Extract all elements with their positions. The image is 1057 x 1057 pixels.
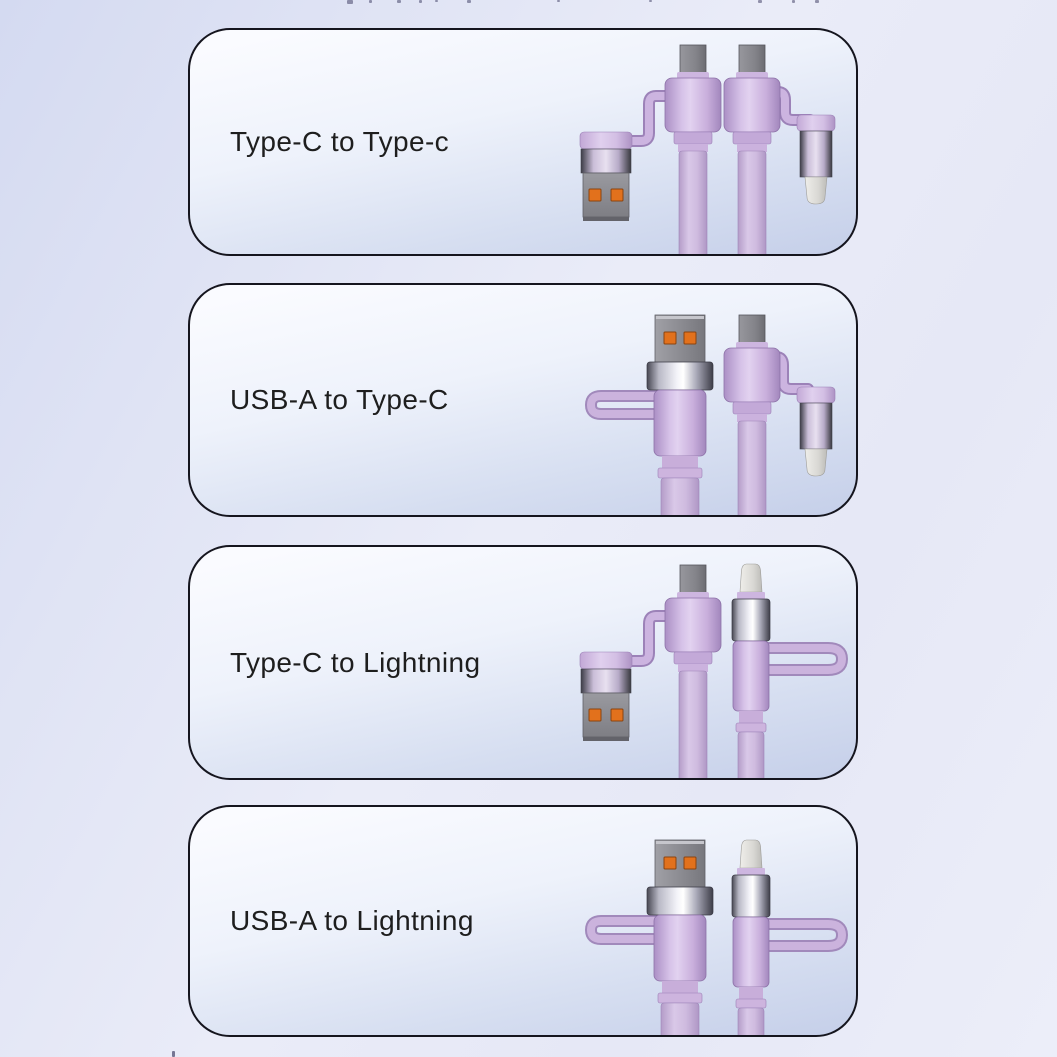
cropped-text-fragment [467,0,471,3]
usb-a-connector-icon [591,315,713,515]
cropped-text-fragment [758,0,762,3]
cropped-text-fragment [815,0,819,3]
lightning-connector-icon [732,840,842,1035]
type-c-connector-icon [723,44,781,254]
cable-illustration-typec-typec [579,44,836,254]
cropped-text-fragment [397,0,401,3]
type-c-connector-icon [664,564,722,778]
cropped-text-fragment [419,0,422,3]
card-label: Type-C to Type-c [230,126,450,157]
cable-mode-card-usba-lightning: USB-A to Lightning [188,805,858,1037]
usb-a-adapter-icon [579,131,633,222]
usb-a-adapter-icon [579,651,633,742]
cable-illustration-typec-lightning [579,547,855,778]
cropped-text-fragment [347,0,353,4]
type-c-connector-icon [664,44,722,254]
usb-a-connector-icon [591,840,713,1035]
cable-illustration-usba-lightning [570,807,855,1035]
cable-mode-card-typec-lightning: Type-C to Lightning [188,545,858,780]
lightning-adapter-icon [796,114,836,205]
cropped-text-fragment [649,0,652,2]
card-label: USB-A to Lightning [230,905,474,936]
cropped-text-fragment [435,0,438,2]
cropped-text-fragment [792,0,795,3]
cropped-text-fragment [172,1051,175,1057]
card-label: Type-C to Lightning [230,646,481,678]
cable-mode-card-usba-typec: USB-A to Type-C [188,283,858,517]
cropped-text-fragment [557,0,560,2]
lightning-adapter-icon [796,386,836,477]
lightning-connector-icon [732,564,842,778]
card-label: USB-A to Type-C [230,384,449,415]
type-c-connector-icon [723,314,781,515]
cropped-text-fragment [369,0,372,3]
cable-illustration-usba-typec [570,285,836,515]
cable-mode-card-typec-typec: Type-C to Type-c [188,28,858,256]
